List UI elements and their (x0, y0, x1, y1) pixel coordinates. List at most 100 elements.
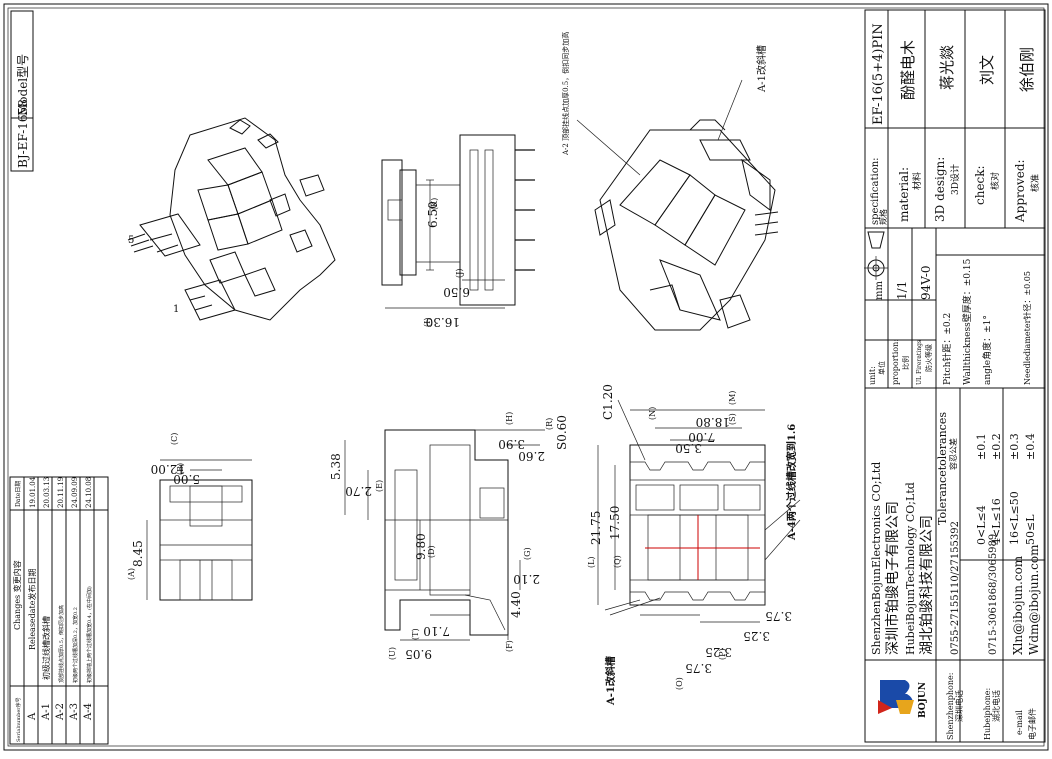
dim-m-label: (M) (728, 391, 737, 405)
leader-a1-iso (717, 79, 743, 141)
company-en-2: HubeiBojunTechnology CO;Ltd (904, 482, 917, 655)
projection-symbol (864, 231, 888, 280)
dim-k-label: (K) (430, 198, 439, 210)
email-1: Xln@ibojun.com (1011, 555, 1025, 655)
hb-phone: 0715-3061868/3065989 (988, 534, 999, 655)
dim-b-label: (B) (176, 463, 185, 475)
front-view (146, 459, 253, 601)
company-en-1: ShenzhenBojunElectronics CO;Ltd (870, 462, 883, 655)
logo-text: BOJUN (918, 682, 928, 718)
company-cn-1: 深圳市铂骏电子有限公司 (884, 501, 901, 655)
tol-range-1: 4<L≤16 (990, 498, 1003, 545)
dim-e-label: (E) (375, 480, 384, 492)
dim-g-value: 2.10 (513, 572, 540, 586)
note-a2: A-2 顶部挂线点加厚0.5，倒扣同步加高 (561, 32, 570, 156)
dim-538-value: 5.38 (329, 453, 343, 480)
dim-m-value: 18.80 (696, 415, 730, 429)
check-label-cn: 核对 (989, 172, 1001, 190)
change-content-4: 初级挡墙上两个过线槽加宽0.4，(在中间加) (86, 586, 93, 683)
isometric-view-left (127, 117, 336, 321)
dim-j-value: 6.50 (443, 285, 470, 299)
dim-c-label: (C) (170, 433, 179, 445)
email-2: Wdm@ibojun.com (1027, 544, 1041, 655)
pin-label-1: 1 (173, 304, 179, 315)
spec-label-cn: 规格 (878, 209, 888, 225)
tol-title-en: Tolerancetolerances (936, 412, 949, 525)
side-view (381, 134, 535, 309)
material-label-cn: 材料 (911, 172, 923, 190)
model-box: Model型号 BJ-EF-1658 (10, 10, 34, 172)
dim-b-value: 5.00 (173, 472, 200, 486)
dim-n-value: 7.00 (688, 430, 715, 444)
check-value: 刘文 (978, 55, 996, 85)
dim-i-value: 16.30 (426, 315, 460, 329)
sz-phone: 0755-27155110/27155392 (950, 521, 961, 655)
change-date-0: 19.01.04 (29, 476, 37, 508)
needle-tol: Needlediameter针径：±0.05 (1022, 271, 1032, 385)
sheet-border (3, 3, 1049, 751)
note-a1: A-1改斜槽 (604, 656, 617, 706)
change-serial-3: A-3 (69, 703, 80, 721)
change-content-1: 初级过线槽改斜槽 (41, 616, 51, 680)
tol-value-2: ±0.3 (1008, 433, 1021, 460)
change-date-1: 20.03.13 (43, 477, 51, 508)
dim-f-value: 4.40 (509, 591, 523, 618)
change-content-2: 顶部挂线点加厚0.5，倒扣同步加高 (58, 605, 65, 683)
dim-g-label: (G) (523, 547, 532, 560)
fire-rating-value: 94V-0 (919, 265, 933, 300)
tol-range-0: 0<L≤4 (975, 505, 988, 545)
model-label: Model型号 (16, 54, 30, 116)
check-label-en: check: (973, 165, 987, 205)
dim-t-value: 7.10 (423, 624, 450, 638)
material-label-en: material: (897, 167, 911, 222)
leader-a2 (576, 119, 641, 176)
dim-n-label: (N) (648, 407, 657, 420)
isometric-view-right (594, 119, 779, 331)
tol-title-cn: 容忍公差 (948, 438, 958, 470)
dim-i-label: (I) (423, 318, 432, 327)
email-label: e-mail (1015, 710, 1024, 735)
change-content-0: Releasedate发布日期 (27, 569, 37, 651)
approved-label-cn: 核准 (1029, 174, 1041, 192)
tol-value-3: ±0.4 (1024, 433, 1037, 460)
dim-a-label: (A) (127, 568, 136, 580)
dim-k-value: 6.50 (426, 201, 440, 228)
tol-range-3: 50≤L (1024, 514, 1037, 545)
dim-325-right: 3.25 (743, 629, 770, 643)
dim-a-value: 8.45 (131, 540, 145, 567)
dim-l-label: (L) (587, 556, 596, 568)
inner-border (7, 7, 1045, 747)
note-a4: A-4两个过线槽改宽到1.6 (785, 424, 798, 541)
change-date-4: 24.10.08 (85, 477, 93, 508)
dim-r-label: (R) (545, 418, 554, 430)
bojun-logo (874, 672, 924, 726)
tol-range-2: 16<L≤50 (1008, 491, 1021, 545)
approved-value: 徐伯刚 (1018, 47, 1036, 92)
spec-label-en: specification: (870, 157, 881, 225)
proportion-label-cn: 比例 (901, 356, 910, 370)
change-content-3: 初级两个过线槽加深0.2，加宽0.2 (72, 607, 79, 683)
company-cn-2: 湖北铂骏科技有限公司 (919, 515, 935, 655)
note-a1-iso: A-1改斜槽 (755, 45, 768, 93)
dim-u-value: 9.05 (405, 647, 432, 661)
dim-h-value: 3.90 (498, 437, 525, 451)
change-serial-0: A (27, 712, 38, 721)
dim-c-value: 12.00 (151, 462, 185, 476)
unit-value: mm (874, 281, 885, 300)
design-value: 蒋光燚 (938, 45, 956, 90)
wall-tol: Wallthickness壁厚度：±0.15 (961, 258, 973, 385)
dim-q-label: (Q) (613, 555, 622, 568)
section-view (344, 429, 545, 641)
dim-h-label: (H) (505, 412, 514, 425)
sz-phone-label: Shenzhenphone: (946, 673, 955, 740)
tol-value-1: ±0.2 (990, 433, 1003, 460)
hb-phone-label-cn: 湖北电话 (991, 690, 1001, 722)
col-content-header: Changes 变更内容 (12, 560, 22, 630)
approved-label-en: Approved: (1013, 159, 1027, 223)
dim-j-label: (J) (455, 269, 464, 278)
email-label-cn: 电子邮件 (1027, 708, 1037, 740)
change-serial-4: A-4 (83, 703, 94, 721)
dim-d-label: (D) (427, 545, 436, 558)
changes-table: Serialnumber序号 Changes 变更内容 Date日期 A Rel… (9, 476, 109, 745)
